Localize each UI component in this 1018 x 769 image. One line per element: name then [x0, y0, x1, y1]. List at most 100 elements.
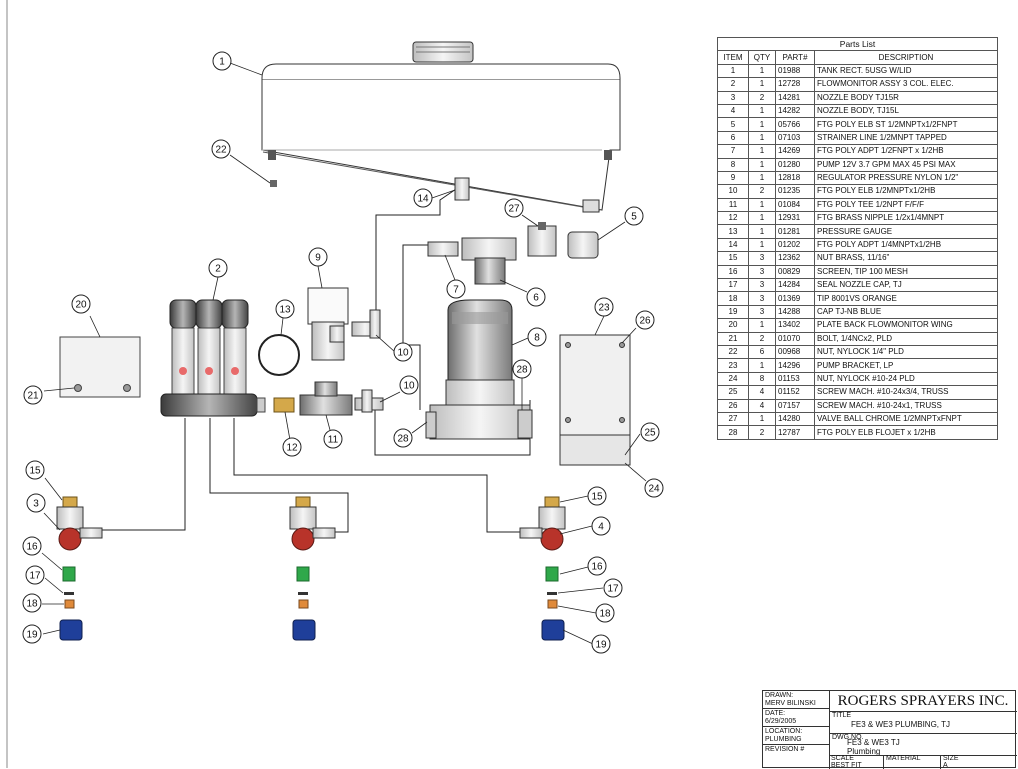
parts-list-cell: NUT BRASS, 11/16" — [814, 251, 998, 266]
parts-list-cell: 1 — [748, 117, 776, 132]
svg-text:28: 28 — [516, 365, 528, 376]
parts-list-cell: 01084 — [775, 197, 815, 213]
callout-16a: 16 — [22, 536, 42, 556]
parts-list-cell: NUT, NYLOCK 1/4" PLD — [814, 344, 998, 360]
flowmonitor-assembly — [160, 299, 266, 417]
parts-list-cell: 07157 — [775, 398, 815, 413]
parts-list-cell: FTG POLY ELB 1/2MNPTx1/2HB — [814, 184, 998, 199]
callout-19b: 19 — [591, 634, 611, 654]
callout-1: 1 — [212, 51, 232, 71]
parts-list-cell: 1 — [748, 144, 776, 159]
svg-text:3: 3 — [33, 499, 39, 510]
svg-text:18: 18 — [599, 609, 611, 620]
parts-list-caption: Parts List — [717, 36, 998, 52]
parts-list-header-cell: QTY — [748, 50, 776, 65]
callout-28a: 28 — [393, 428, 413, 448]
parts-list-cell: 14281 — [775, 90, 815, 105]
material-cell: MATERIAL — [884, 755, 941, 769]
svg-text:20: 20 — [75, 300, 87, 311]
callout-23: 23 — [594, 297, 614, 317]
parts-list-cell: 15 — [717, 251, 749, 266]
callout-25: 25 — [640, 422, 660, 442]
parts-list-cell: 12362 — [775, 251, 815, 266]
parts-list-cell: 01369 — [775, 291, 815, 306]
parts-list-cell: 6 — [717, 130, 749, 146]
svg-text:14: 14 — [417, 194, 429, 205]
parts-list-cell: 7 — [717, 144, 749, 159]
parts-list-cell: 6 — [748, 344, 776, 360]
pump — [425, 299, 533, 440]
parts-list-cell: 14288 — [775, 304, 815, 320]
revision-label: REVISION # — [765, 746, 805, 753]
parts-list-cell: NOZZLE BODY TJ15R — [814, 90, 998, 105]
date-label: DATE: — [765, 710, 786, 717]
callout-15a: 15 — [25, 460, 45, 480]
parts-list-cell: 26 — [717, 398, 749, 413]
parts-list-cell: 22 — [717, 344, 749, 360]
callout-4: 4 — [591, 516, 611, 536]
parts-list-cell: NOZZLE BODY, TJ15L — [814, 103, 998, 119]
parts-list-cell: 1 — [748, 211, 776, 226]
parts-list-cell: 05766 — [775, 117, 815, 132]
parts-list-cell: 11 — [717, 197, 749, 213]
parts-list-cell: 2 — [717, 77, 749, 92]
callout-17a: 17 — [25, 565, 45, 585]
parts-list-cell: 2 — [748, 331, 776, 346]
parts-list-cell: 12931 — [775, 211, 815, 226]
callout-18b: 18 — [595, 603, 615, 623]
title-cell: TITLE FE3 & WE3 PLUMBING, TJ — [829, 711, 1017, 734]
drawn-label: DRAWN: — [765, 692, 794, 699]
callout-24: 24 — [644, 478, 664, 498]
parts-list-cell: STRAINER LINE 1/2MNPT TAPPED — [814, 130, 998, 146]
parts-list-cell: 01235 — [775, 184, 815, 199]
svg-text:6: 6 — [533, 293, 539, 304]
title-block: DRAWN: MERV BILINSKI DATE: 6/29/2005 LOC… — [762, 690, 1017, 769]
parts-list-cell: VALVE BALL CHROME 1/2MNPTxFNPT — [814, 411, 998, 427]
title-label: TITLE — [832, 712, 852, 719]
pressure-gauge — [258, 334, 300, 376]
callout-20: 20 — [71, 294, 91, 314]
callout-15b: 15 — [587, 486, 607, 506]
parts-list-cell: BOLT, 1/4NCx2, PLD — [814, 331, 998, 346]
svg-text:27: 27 — [508, 204, 520, 215]
parts-list-cell: 01281 — [775, 224, 815, 239]
parts-list-cell: 17 — [717, 278, 749, 293]
svg-text:17: 17 — [29, 571, 41, 582]
callout-27: 27 — [504, 198, 524, 218]
svg-text:10: 10 — [397, 348, 409, 359]
parts-list-cell: PRESSURE GAUGE — [814, 224, 998, 239]
parts-list-cell: 1 — [748, 130, 776, 146]
parts-list-cell: 27 — [717, 411, 749, 427]
svg-text:10: 10 — [403, 381, 415, 392]
svg-text:24: 24 — [648, 484, 660, 495]
dwg-value-1: FE3 & WE3 TJ — [847, 738, 900, 747]
svg-text:16: 16 — [591, 562, 603, 573]
parts-list-cell: PLATE BACK FLOWMONITOR WING — [814, 318, 998, 333]
callout-22: 22 — [211, 139, 231, 159]
svg-text:23: 23 — [598, 303, 610, 314]
parts-list-cell: 20 — [717, 318, 749, 333]
parts-list-cell: 12787 — [775, 425, 815, 440]
parts-list-cell: 1 — [748, 157, 776, 172]
callout-5: 5 — [624, 206, 644, 226]
parts-list-cell: 14280 — [775, 411, 815, 427]
parts-list-cell: 3 — [748, 278, 776, 293]
leader-lines — [41, 62, 647, 645]
parts-list-cell: 14282 — [775, 103, 815, 119]
svg-text:2: 2 — [215, 264, 221, 275]
parts-list-cell: 1 — [748, 63, 776, 79]
parts-list-cell: CAP TJ-NB BLUE — [814, 304, 998, 320]
parts-list-cell: 14284 — [775, 278, 815, 293]
callout-21: 21 — [23, 385, 43, 405]
